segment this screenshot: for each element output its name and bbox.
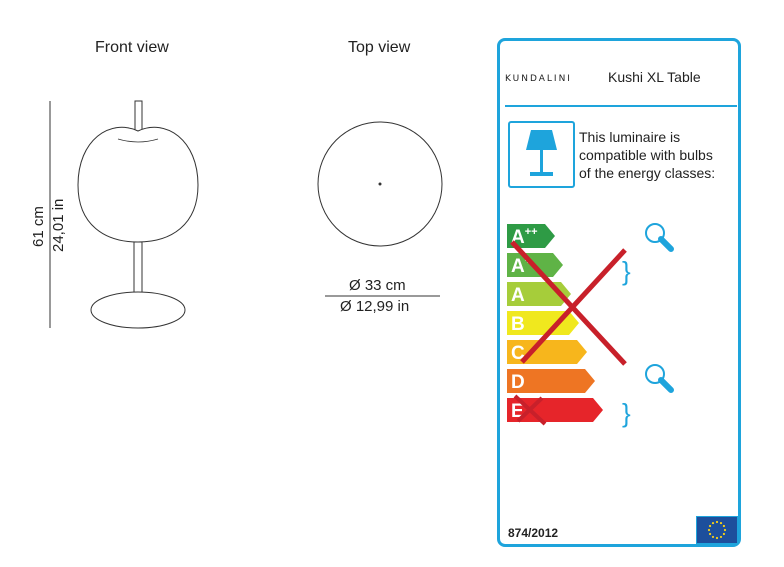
header-divider — [505, 105, 737, 107]
eu-star — [723, 528, 727, 532]
eu-star — [708, 532, 712, 536]
energy-class-label: B — [511, 314, 525, 335]
eu-star — [722, 524, 726, 528]
diameter-cm-label: Ø 33 cm — [349, 277, 406, 294]
regulation-number: 874/2012 — [508, 526, 559, 540]
height-in-label: 24,01 in — [50, 198, 67, 252]
eu-star — [715, 536, 719, 540]
bulb-icon-2 — [645, 364, 674, 393]
eu-star — [719, 535, 723, 539]
energy-class-label: A — [511, 285, 525, 306]
compat-line-2: compatible with bulbs — [579, 147, 713, 163]
cross-line-2 — [520, 248, 627, 364]
top-view-title: Top view — [348, 39, 411, 56]
compat-line-1: This luminaire is — [579, 129, 681, 145]
product-name: Kushi XL Table — [608, 69, 701, 85]
cross-line-1 — [510, 240, 627, 366]
brace-top-icon: } — [622, 256, 631, 286]
eu-flag-icon — [696, 516, 738, 544]
eu-star — [711, 521, 715, 525]
lamp-globe — [77, 126, 199, 243]
energy-class-label: D — [511, 372, 525, 393]
eu-star — [708, 524, 712, 528]
eu-star — [715, 520, 719, 524]
compatibility-text: This luminaire is compatible with bulbs … — [579, 128, 715, 182]
eu-star — [719, 521, 723, 525]
energy-class-bar — [507, 369, 595, 393]
energy-class-bar — [507, 398, 603, 422]
energy-class-6: D — [507, 369, 595, 393]
cross-e-line-2 — [516, 396, 544, 423]
front-view-title: Front view — [95, 39, 169, 56]
bulb-icon — [645, 223, 674, 252]
energy-class-1: A++ — [507, 224, 555, 248]
compat-line-3: of the energy classes: — [579, 165, 716, 181]
lamp-base — [90, 291, 186, 329]
height-cm-label: 61 cm — [30, 206, 47, 247]
eu-star — [707, 528, 711, 532]
energy-class-bar — [507, 224, 555, 248]
eu-star — [711, 535, 715, 539]
top-view-center-dot — [378, 182, 382, 186]
energy-class-5: C — [507, 340, 587, 364]
lamp-top-stem — [134, 100, 143, 134]
lamp-globe-rim — [117, 138, 159, 143]
front-view-drawing — [49, 100, 199, 329]
brace-bottom-icon: } — [622, 398, 631, 428]
top-view-drawing — [317, 121, 443, 297]
table-lamp-icon — [508, 121, 575, 188]
diameter-in-label: Ø 12,99 in — [340, 298, 410, 315]
brand-name: KUNDALINI — [505, 74, 572, 84]
eu-star — [722, 532, 726, 536]
energy-label-panel: KUNDALINI Kushi XL Table This luminaire … — [497, 38, 741, 547]
energy-class-label: C — [511, 343, 525, 364]
